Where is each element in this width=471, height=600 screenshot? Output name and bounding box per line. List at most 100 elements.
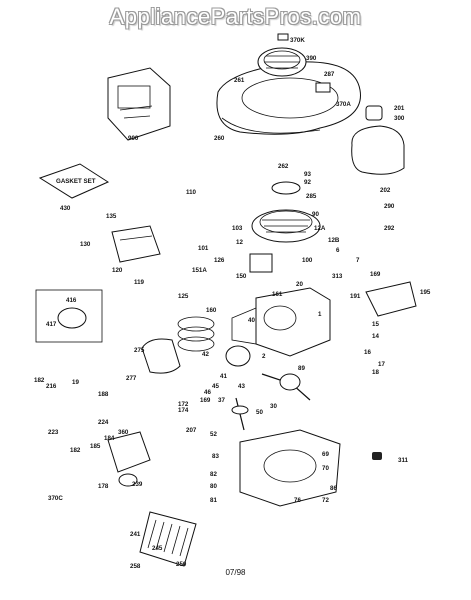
part-number-label: 169 (370, 271, 381, 278)
part-number-label: 261 (234, 77, 245, 84)
part-number-label: 182 (70, 447, 81, 454)
part-number-label: 90 (312, 211, 319, 218)
part-number-label: 14 (372, 333, 379, 340)
part-number-label: 92 (304, 179, 311, 186)
part-number-label: 258 (130, 563, 141, 570)
part-number-label: 172 (178, 401, 189, 408)
part-number-label: 224 (98, 419, 109, 426)
piston-ring-2 (177, 326, 215, 342)
part-number-label: 417 (46, 321, 57, 328)
part-number-label: 169 (200, 397, 211, 404)
part-number-label: 416 (66, 297, 77, 304)
part-number-label: 126 (214, 257, 225, 264)
rewind-starter (257, 33, 307, 77)
part-number-label: 43 (238, 383, 245, 390)
camshaft (231, 397, 249, 431)
part-number-label: 80 (210, 483, 217, 490)
inset-box (35, 289, 103, 343)
part-number-label: 17 (378, 361, 385, 368)
part-number-label: 89 (298, 365, 305, 372)
gasket-set (38, 163, 110, 199)
part-number-label: 76 (294, 497, 301, 504)
part-number-label: 311 (398, 457, 409, 464)
part-number-label: 101 (198, 245, 209, 252)
part-number-label: 150 (236, 273, 247, 280)
part-number-label: 119 (134, 279, 145, 286)
carburetor (107, 431, 151, 487)
part-number-label: 216 (46, 383, 57, 390)
part-number-label: 370C (48, 495, 63, 502)
part-number-label: 120 (112, 267, 123, 274)
part-number-label: 313 (332, 273, 343, 280)
part-number-label: 125 (178, 293, 189, 300)
air-filter (139, 511, 197, 567)
part-number-label: 19 (72, 379, 79, 386)
part-number-label: 370A (336, 101, 351, 108)
part-number-label: 277 (126, 375, 137, 382)
part-number-label: 188 (98, 391, 109, 398)
part-number-label: 202 (380, 187, 391, 194)
part-number-label: 290 (384, 203, 395, 210)
part-number-label: 103 (232, 225, 243, 232)
part-number-label: 100 (302, 257, 313, 264)
part-number-label: 262 (278, 163, 289, 170)
part-number-label: 174 (178, 407, 189, 414)
part-number-label: 287 (324, 71, 335, 78)
flywheel (251, 181, 321, 243)
part-number-label: 260 (214, 135, 225, 142)
inset-part (57, 307, 87, 329)
part-number-label: 50 (256, 409, 263, 416)
part-number-label: 15 (372, 321, 379, 328)
part-number-label: 370K (290, 37, 305, 44)
part-number-label: 250 (176, 561, 187, 568)
engine-assembly-box (107, 67, 171, 141)
part-number-label: 285 (306, 193, 317, 200)
part-number-label: 182 (34, 377, 45, 384)
part-number-label: 110 (186, 189, 197, 196)
part-number-label: 390 (306, 55, 317, 62)
part-number-label: 300 (394, 115, 405, 122)
sump-base (239, 429, 341, 507)
part-number-label: 161 (272, 291, 283, 298)
part-number-label: 30 (270, 403, 277, 410)
part-number-label: 1 (318, 311, 322, 318)
part-number-label: 245 (152, 545, 163, 552)
part-number-label: 69 (322, 451, 329, 458)
piston-ring-1 (177, 316, 215, 332)
part-number-label: 223 (48, 429, 59, 436)
part-number-label: 7 (356, 257, 360, 264)
part-number-label: 41 (220, 373, 227, 380)
part-number-label: 81 (210, 497, 217, 504)
part-number-label: 900 (128, 135, 139, 142)
footer-date: 07/98 (225, 568, 246, 577)
crankshaft (261, 373, 311, 401)
part-number-label: 185 (90, 443, 101, 450)
part-number-label: 72 (322, 497, 329, 504)
part-number-label: 52 (210, 431, 217, 438)
part-number-label: 6 (336, 247, 340, 254)
part-number-label: 430 (60, 205, 71, 212)
part-number-label: 12B (328, 237, 340, 244)
part-number-label: 70 (322, 465, 329, 472)
part-number-label: 201 (394, 105, 405, 112)
part-number-label: 42 (202, 351, 209, 358)
part-number-label: 239 (132, 481, 143, 488)
part-number-label: 82 (210, 471, 217, 478)
part-number-label: 12A (314, 225, 326, 232)
piston (225, 345, 251, 367)
part-number-label: 37 (218, 397, 225, 404)
part-number-label: 2 (262, 353, 266, 360)
piston-ring-3 (177, 336, 215, 352)
part-number-label: 292 (384, 225, 395, 232)
part-number-label: 83 (212, 453, 219, 460)
part-number-label: 18 (372, 369, 379, 376)
part-number-label: 178 (98, 483, 109, 490)
part-number-label: 195 (420, 289, 431, 296)
fuel-tank (351, 105, 405, 175)
gasket-set-label: GASKET SET (56, 178, 96, 185)
part-number-label: 20 (296, 281, 303, 288)
part-number-label: 360 (118, 429, 129, 436)
decal (315, 82, 331, 93)
part-number-label: 12 (236, 239, 243, 246)
